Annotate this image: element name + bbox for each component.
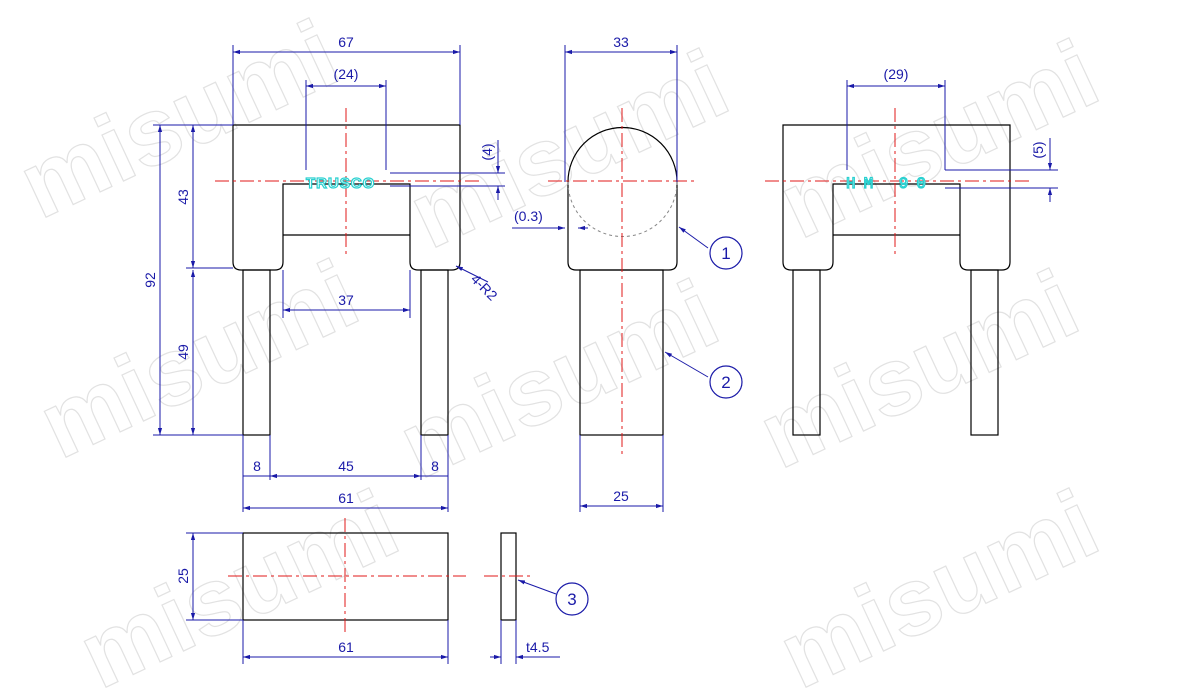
dim-thickness: t4.5 xyxy=(526,639,550,655)
dim-offset: (0.3) xyxy=(514,208,543,224)
dim-mark-29: (29) xyxy=(884,66,909,82)
leader-line xyxy=(455,265,489,283)
dim-height-92: 92 xyxy=(142,272,158,288)
dim-inner-37: 37 xyxy=(338,292,354,308)
leader-line xyxy=(517,579,557,595)
svg-text:misumi: misumi xyxy=(64,470,414,700)
rear-marking: HM 90 xyxy=(846,175,934,193)
front-view: TRUSCO 67 (24) (4) 92 43 49 37 xyxy=(142,34,505,512)
note-radius: 4-R2 xyxy=(468,271,501,304)
dim-slot-24: (24) xyxy=(334,66,359,82)
dim-leg-49: 49 xyxy=(175,344,191,360)
svg-text:misumi: misumi xyxy=(744,250,1094,489)
balloon-3 xyxy=(555,582,589,616)
balloon-2-label: 2 xyxy=(721,373,730,392)
rear-view: HM 90 (29) (5) xyxy=(765,66,1058,436)
balloon-1-label: 1 xyxy=(721,244,730,263)
dim-depth-4: (4) xyxy=(479,143,495,160)
dim-side-33: 33 xyxy=(613,34,629,50)
dim-mark-5: (5) xyxy=(1030,141,1046,158)
brand-engraving: TRUSCO xyxy=(306,175,375,192)
dim-leg-8-left: 8 xyxy=(253,458,261,474)
dim-plate-25: 25 xyxy=(175,568,191,584)
dim-head-43: 43 xyxy=(175,189,191,205)
dim-base-61: 61 xyxy=(338,490,354,506)
plate-view: 25 61 t4.5 3 xyxy=(175,518,589,664)
svg-text:misumi: misumi xyxy=(764,20,1114,259)
dim-leg-8-right: 8 xyxy=(431,458,439,474)
leader-line xyxy=(664,351,709,378)
side-view-outline xyxy=(567,126,678,271)
right-leg xyxy=(420,269,449,436)
dim-foot-25: 25 xyxy=(613,488,629,504)
svg-text:misumi: misumi xyxy=(764,470,1114,700)
leader-line xyxy=(678,226,709,249)
svg-text:misumi: misumi xyxy=(24,240,374,479)
dim-spacing-45: 45 xyxy=(338,458,354,474)
balloon-3-label: 3 xyxy=(567,590,576,609)
rear-view-outline xyxy=(782,124,1011,271)
rear-left-leg xyxy=(792,269,821,436)
left-leg xyxy=(242,269,271,436)
rear-right-leg xyxy=(970,269,999,436)
balloon-2 xyxy=(709,365,743,399)
balloon-1 xyxy=(709,236,743,270)
dim-width-67: 67 xyxy=(338,34,354,50)
side-view: 33 (0.3) 25 1 2 xyxy=(512,34,743,512)
dim-plate-61: 61 xyxy=(338,639,354,655)
